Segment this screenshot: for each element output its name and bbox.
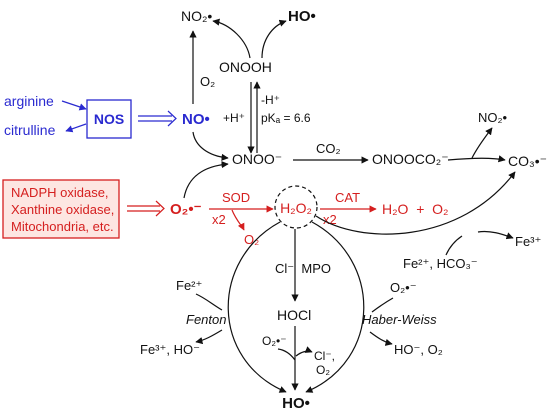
sources-line-2: Xanthine oxidase,	[11, 202, 114, 217]
no-to-peroxynitrite-arrow	[192, 131, 229, 161]
co2-label: CO₂	[316, 141, 341, 156]
fe2-hco3-input-arrow	[445, 235, 463, 256]
superoxide-mid-label: O₂•⁻	[262, 334, 287, 348]
hocl-label: HOCl	[277, 307, 311, 323]
superoxide-right-label: O₂•⁻	[390, 280, 417, 295]
cl-mpo-label: Cl⁻ MPO	[275, 261, 331, 276]
peroxynitrite-label: ONOO⁻	[232, 151, 282, 167]
hydrogen-peroxide-label: H₂O₂	[280, 200, 312, 216]
arginine-label: arginine	[4, 93, 54, 109]
nitrosoperoxycarbonate-label: ONOOCO₂⁻	[372, 151, 449, 167]
to-no2-right-arrow	[471, 127, 493, 159]
fenton-label: Fenton	[186, 312, 226, 327]
hydroxyl-radical-bottom-label: HO•	[282, 395, 310, 412]
h2o2-to-carbonate-radical-arrow	[315, 171, 516, 235]
pka-label: pKₐ = 6.6	[261, 111, 311, 125]
nos-box	[86, 99, 132, 139]
nos-produces-no-double-arrow	[138, 110, 177, 127]
cl-o2-release-arrow	[295, 346, 313, 357]
sod-label: SOD	[222, 190, 250, 205]
cat-label: CAT	[335, 190, 360, 205]
superoxide-mid-input-arrow	[277, 348, 296, 361]
onooh-to-no2-arrow	[212, 18, 251, 59]
h2o2-dashed-circle	[274, 185, 318, 229]
cl-minus-label: Cl⁻,	[314, 349, 335, 363]
o2-oxidant-label: O₂	[200, 74, 215, 89]
fe3-release-arrow	[477, 230, 514, 240]
ho-o2-right-label: HO⁻, O₂	[394, 342, 443, 357]
onooh-label: ONOOH	[219, 59, 272, 75]
superoxide-right-input-arrow	[371, 297, 394, 313]
sources-line-3: Mitochondria, etc.	[11, 219, 114, 234]
nitric-oxide-label: NO•	[182, 111, 210, 128]
sources-produce-superoxide-double-arrow	[127, 200, 165, 217]
sod-stoichiometry-label: x2	[212, 212, 226, 227]
plus-h-label: +H⁺	[223, 111, 245, 125]
haber-weiss-arc-arrow	[305, 221, 365, 393]
fenton-arc-arrow	[227, 221, 287, 393]
superoxide-label: O₂•⁻	[170, 201, 202, 218]
fe2-input-arrow	[195, 293, 223, 311]
fe2-left-label: Fe²⁺	[176, 278, 202, 293]
cat-stoichiometry-label: x2	[323, 212, 337, 227]
onooh-to-ho-arrow	[261, 19, 287, 59]
ho-o2-right-release-arrow	[369, 331, 393, 346]
fe2-hco3-label: Fe²⁺, HCO₃⁻	[403, 256, 478, 271]
citrulline-label: citrulline	[4, 122, 56, 138]
haber-weiss-label: Haber-Weiss	[362, 312, 437, 327]
superoxide-sources-box	[2, 179, 120, 239]
fe3-ho-left-label: Fe³⁺, HO⁻	[140, 342, 200, 357]
nos-label: NOS	[94, 111, 124, 127]
sod-o2-release-arrow	[231, 209, 245, 231]
carbonate-radical-label: CO₃•⁻	[508, 153, 547, 169]
fe3-left-release-arrow	[195, 329, 223, 345]
minus-h-label: -H⁺	[261, 93, 280, 107]
nitrosoperoxycarbonate-split-arrow	[447, 155, 506, 163]
arginine-to-nos-arrow	[61, 100, 87, 111]
no2-radical-right-label: NO₂•	[478, 110, 508, 125]
o2-mid-label: O₂	[316, 363, 330, 377]
nos-to-citrulline-arrow	[65, 123, 87, 133]
superoxide-to-peroxynitrite-arrow	[183, 160, 229, 199]
sod-o2-label: O₂	[244, 232, 259, 247]
no2-radical-top-label: NO₂•	[181, 8, 212, 24]
hydroxyl-radical-top-label: HO•	[288, 8, 316, 25]
fe3-right-label: Fe³⁺	[515, 234, 541, 249]
cat-products-label: H₂O + O₂	[382, 201, 449, 217]
sources-line-1: NADPH oxidase,	[11, 185, 109, 200]
